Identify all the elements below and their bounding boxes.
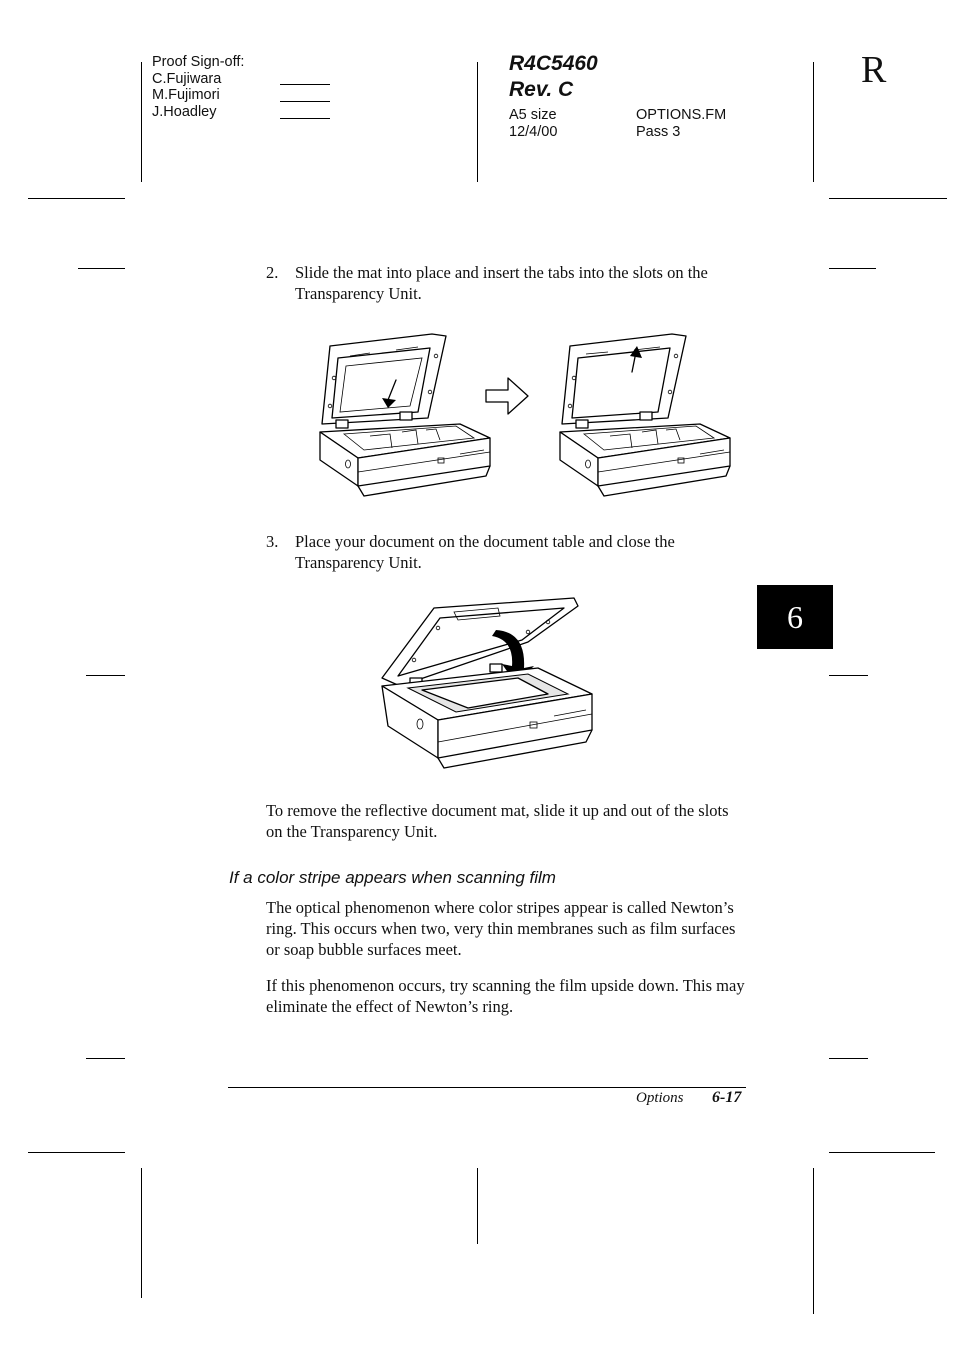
size-date-block: A5 size 12/4/00 xyxy=(509,107,557,140)
crop-mark xyxy=(86,1058,125,1059)
step-3: 3. Place your document on the document t… xyxy=(266,531,746,573)
file-name: OPTIONS.FM xyxy=(636,107,727,123)
file-pass-block: OPTIONS.FM Pass 3 xyxy=(636,107,726,140)
crop-mark xyxy=(829,198,947,199)
upside-down-paragraph: If this phenomenon occurs, try scanning … xyxy=(266,976,745,1016)
signoff-title: Proof Sign-off: xyxy=(152,54,245,70)
crop-mark xyxy=(813,62,814,182)
crop-mark xyxy=(813,1168,814,1314)
crop-mark xyxy=(829,1152,935,1153)
footer-rule xyxy=(228,1087,746,1088)
chapter-tab: 6 xyxy=(757,585,833,649)
newtons-ring-paragraph: The optical phenomenon where color strip… xyxy=(266,898,736,959)
signoff-name: C.Fujiwara xyxy=(152,70,222,87)
crop-mark xyxy=(28,1152,125,1153)
crop-mark xyxy=(28,198,125,199)
crop-mark xyxy=(141,1168,142,1298)
step-text: Place your document on the document tabl… xyxy=(295,532,675,572)
proof-signoff-block: Proof Sign-off: C.Fujiwara M.Fujimori J.… xyxy=(152,54,244,120)
signoff-line xyxy=(280,84,330,85)
print-date: 12/4/00 xyxy=(509,123,558,140)
model-title: R4C5460 Rev. C xyxy=(509,51,598,103)
signoff-line xyxy=(280,101,330,102)
crop-mark xyxy=(477,1168,478,1244)
crop-mark xyxy=(829,268,876,269)
signoff-name: J.Hoadley xyxy=(152,103,217,120)
section-heading: If a color stripe appears when scanning … xyxy=(229,868,556,887)
pass-number: Pass 3 xyxy=(636,123,681,140)
model-number: R4C5460 xyxy=(509,52,598,75)
step-number: 2. xyxy=(266,263,279,282)
footer-page-number: 6-17 xyxy=(712,1089,742,1106)
page-size: A5 size xyxy=(509,107,557,123)
footer-section: Options xyxy=(636,1090,684,1106)
remove-mat-paragraph: To remove the reflective document mat, s… xyxy=(266,801,729,841)
signoff-line xyxy=(280,118,330,119)
crop-mark xyxy=(78,268,125,269)
crop-mark xyxy=(477,62,478,182)
scanner-open-with-mat xyxy=(319,333,491,497)
crop-mark xyxy=(829,1058,868,1059)
corner-mark: R xyxy=(861,49,887,91)
crop-mark xyxy=(86,675,125,676)
scanner-mat-inserted xyxy=(559,333,731,497)
mat-insertion-illustration xyxy=(319,333,731,497)
step-number: 3. xyxy=(266,532,279,551)
crop-mark xyxy=(829,675,868,676)
step-text: Slide the mat into place and insert the … xyxy=(295,263,708,303)
step-2: 2. Slide the mat into place and insert t… xyxy=(266,262,746,304)
revision: Rev. C xyxy=(509,78,574,101)
signoff-name: M.Fujimori xyxy=(152,87,220,103)
crop-mark xyxy=(141,62,142,182)
next-step-arrow-icon xyxy=(485,377,529,415)
close-unit-illustration xyxy=(381,597,593,769)
